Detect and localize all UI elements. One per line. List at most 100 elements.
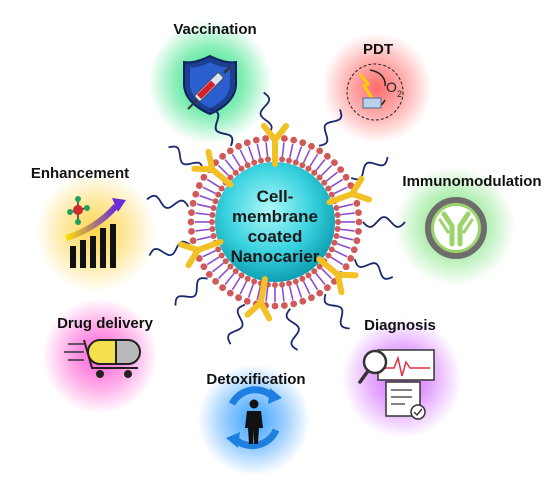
protein-shape — [261, 123, 289, 167]
lipid-head-outer — [200, 263, 208, 271]
singlet-oxygen-icon: O 2 — [346, 63, 404, 121]
lipid-tail — [330, 178, 344, 188]
antibody-icon — [425, 197, 487, 259]
lipid-head-outer — [200, 173, 208, 181]
lipid-head-outer — [299, 297, 307, 305]
lipid-head-outer — [235, 294, 242, 302]
lipid-tail — [231, 153, 241, 167]
lipid-head-inner — [316, 174, 323, 181]
lipid-head-inner — [311, 169, 318, 176]
lipid-tail — [196, 203, 211, 209]
lipid-head-outer — [308, 142, 315, 150]
membrane-proteins — [178, 123, 372, 322]
pdt-glow — [322, 33, 432, 143]
lipid-tail — [288, 286, 294, 301]
lipid-tail — [315, 158, 326, 171]
membrane-protein — [244, 276, 273, 322]
lipid-tail — [195, 228, 210, 232]
core-line-2: membrane — [232, 207, 318, 226]
lipid-head-inner — [321, 179, 328, 186]
lipid-tail — [281, 142, 285, 157]
core-line-4: Nanocarier — [231, 247, 320, 266]
lipid-tail — [302, 149, 311, 163]
surface-strand — [362, 216, 406, 228]
lipid-head-inner — [328, 246, 335, 253]
membrane-protein — [191, 148, 234, 188]
human-cycle-icon — [226, 386, 282, 450]
lipid-head-outer — [219, 152, 227, 160]
lipid-head-outer — [347, 255, 355, 262]
membrane-protein — [261, 123, 289, 167]
label-immunomodulation: Immunomodulation — [402, 173, 541, 190]
label-diagnosis: Diagnosis — [364, 317, 436, 334]
lipid-tail — [281, 287, 285, 302]
lipid-head-inner — [316, 263, 323, 270]
lipid-tail — [334, 249, 348, 258]
lipid-head-inner — [286, 157, 293, 164]
lipid-head-outer — [195, 255, 203, 262]
lipid-head-inner — [286, 280, 293, 287]
lipid-head-inner — [279, 281, 286, 288]
lipid-head-outer — [299, 139, 307, 147]
lipid-head-outer — [281, 302, 288, 309]
lipid-head-inner — [209, 226, 216, 233]
lipid-head-inner — [334, 211, 341, 218]
lipid-tail — [340, 228, 355, 232]
lipid-head-outer — [316, 289, 324, 297]
lipid-tail — [321, 268, 333, 280]
label-drug-delivery: Drug delivery — [57, 315, 154, 332]
lipid-head-inner — [333, 233, 340, 240]
lipid-head-inner — [215, 246, 222, 253]
lipid-tail — [296, 284, 303, 298]
lipid-head-outer — [290, 136, 298, 144]
pdt-oxygen-symbol: O — [386, 79, 397, 95]
lipid-tail — [340, 212, 355, 216]
lipid-tail — [296, 146, 303, 160]
surface-strand — [318, 109, 343, 147]
growth-chart-icon — [65, 196, 126, 268]
lipid-tail — [196, 235, 211, 241]
lipid-head-outer — [188, 228, 195, 235]
lipid-head-outer — [355, 228, 362, 235]
lipid-head-outer — [308, 294, 315, 302]
lipid-tail — [330, 256, 344, 266]
lipid-tail — [217, 164, 229, 176]
lipid-tail — [339, 235, 354, 241]
protein-shape — [326, 175, 372, 206]
lipid-tail — [195, 212, 210, 216]
lipid-head-outer — [188, 209, 195, 216]
lipid-head-inner — [210, 204, 217, 211]
lipid-tail — [224, 158, 235, 171]
lipid-head-inner — [238, 272, 245, 279]
shield-syringe-icon — [183, 54, 237, 116]
lipid-head-outer — [195, 182, 203, 189]
lipid-head-inner — [305, 272, 312, 279]
lipid-head-outer — [205, 270, 213, 278]
lipid-head-inner — [325, 185, 332, 192]
lipid-head-outer — [226, 289, 234, 297]
enhancement-glow — [36, 172, 156, 292]
core-line-3: coated — [248, 227, 303, 246]
lipid-head-inner — [305, 165, 312, 172]
lipid-tail — [256, 286, 262, 301]
lipid-head-inner — [272, 282, 278, 288]
lipid-head-inner — [264, 156, 271, 163]
lipid-tail — [326, 171, 339, 182]
lipid-head-inner — [232, 169, 239, 176]
lipid-head-outer — [271, 302, 279, 310]
lipid-tail — [239, 149, 248, 163]
lipid-head-outer — [355, 218, 363, 226]
lipid-head-outer — [262, 135, 269, 142]
lipid-tail — [217, 268, 229, 280]
lipid-head-inner — [222, 258, 229, 265]
lipid-head-outer — [323, 152, 331, 160]
lipid-tail — [239, 281, 248, 295]
lipid-head-inner — [218, 252, 225, 259]
magnifier-report-icon — [358, 349, 435, 420]
lipid-head-inner — [299, 275, 306, 282]
lipid-tail — [211, 262, 224, 273]
surface-strand — [323, 293, 350, 330]
lipid-head-outer — [189, 199, 197, 207]
